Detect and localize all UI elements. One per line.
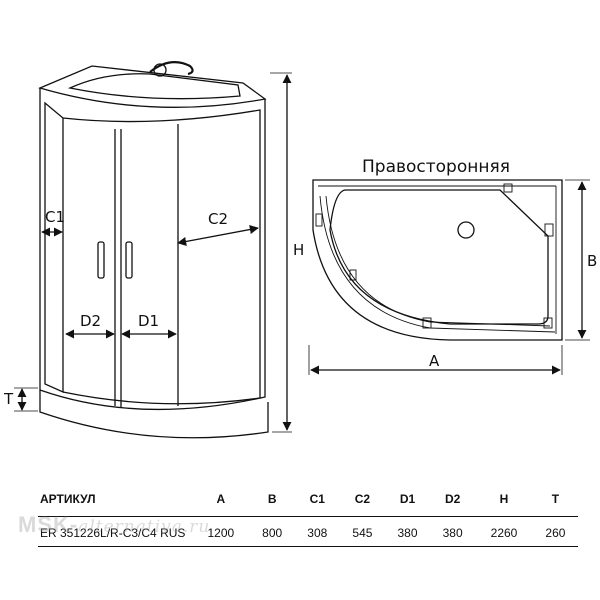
cell-c1: 308: [294, 516, 340, 547]
door-handle-right: [125, 241, 133, 279]
cell-d2: 380: [430, 516, 476, 547]
left-side-panel: [44, 101, 64, 394]
cell-d1: 380: [384, 516, 431, 547]
drain-icon: [457, 221, 475, 239]
label-h: H: [293, 241, 304, 259]
inner-basin: [329, 189, 549, 325]
dim-c2-line: [177, 225, 259, 246]
top-view-title: Правосторонняя: [362, 157, 510, 177]
label-a: A: [429, 352, 440, 370]
front-view: [14, 61, 292, 439]
label-c2: C2: [208, 210, 228, 228]
roof-dome: [67, 73, 241, 100]
tray-outline: [312, 179, 563, 341]
cell-article: ER 351226L/R-C3/C4 RUS: [38, 516, 192, 547]
label-t: T: [3, 390, 14, 408]
col-header: H: [475, 486, 533, 517]
col-header: B: [249, 486, 295, 517]
cell-t: 260: [532, 516, 578, 547]
col-header: D1: [384, 486, 431, 517]
col-header: C1: [294, 486, 340, 517]
curved-glass: [319, 195, 556, 333]
shower-tray: [39, 390, 269, 439]
table-row: ER 351226L/R-C3/C4 RUS 1200 800 308 545 …: [38, 516, 578, 547]
col-header: C2: [339, 486, 385, 517]
spec-table: АРТИКУЛ A B C1 C2 D1 D2 H T ER 351226L/R…: [38, 486, 578, 547]
label-d1: D1: [138, 312, 159, 330]
shower-hose: [149, 61, 194, 76]
door-handle-left: [97, 241, 105, 279]
col-header: A: [192, 486, 250, 517]
col-header: T: [532, 486, 578, 517]
col-header: АРТИКУЛ: [38, 486, 192, 517]
cell-a: 1200: [192, 516, 250, 547]
col-header: D2: [430, 486, 476, 517]
cell-b: 800: [249, 516, 295, 547]
curved-door-frame: [62, 109, 261, 405]
cell-c2: 545: [339, 516, 385, 547]
label-b: B: [587, 252, 597, 270]
cell-h: 2260: [475, 516, 533, 547]
label-d2: D2: [80, 312, 101, 330]
cabin-body: [39, 88, 266, 411]
top-view: [308, 179, 590, 375]
table-header-row: АРТИКУЛ A B C1 C2 D1 D2 H T: [38, 486, 578, 517]
label-c1: C1: [45, 208, 65, 226]
